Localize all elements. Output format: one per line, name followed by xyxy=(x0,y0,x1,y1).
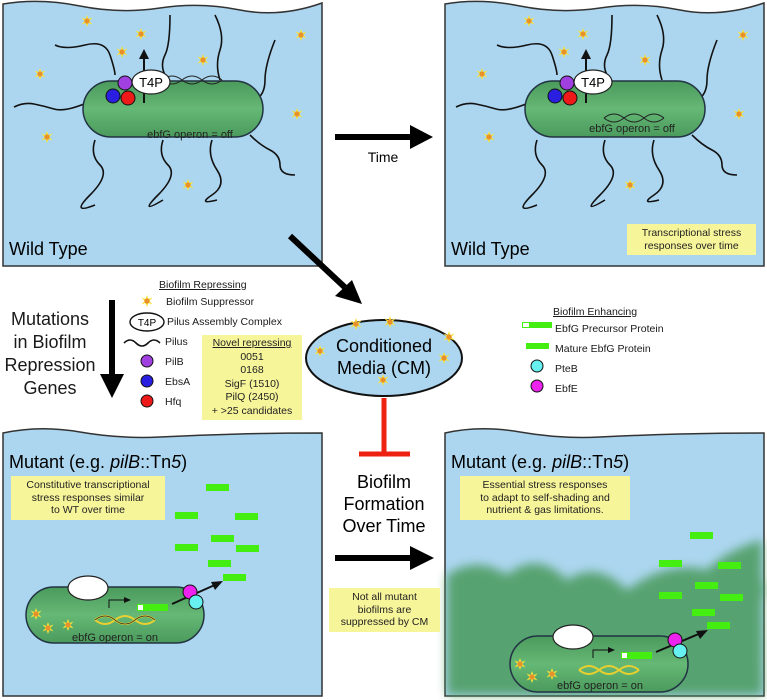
star-burst-icon xyxy=(141,295,153,307)
biofilm-formation-arrow xyxy=(335,546,434,570)
pilb-protein xyxy=(117,75,133,91)
hfq-protein xyxy=(120,90,136,106)
svg-text:ebfG operon = on: ebfG operon = on xyxy=(72,632,158,644)
green-bar-icon xyxy=(526,343,549,349)
svg-text:T4P: T4P xyxy=(581,75,605,90)
svg-text:ebfG operon = on: ebfG operon = on xyxy=(557,680,643,692)
panel-label: Wild Type xyxy=(9,239,88,259)
svg-text:T4P: T4P xyxy=(138,318,157,329)
legend-title: Biofilm Repressing xyxy=(159,279,247,291)
circle-icon xyxy=(530,379,544,393)
legend-enhancing-icons xyxy=(522,322,552,393)
circle-icon xyxy=(530,359,544,373)
svg-text:Over Time: Over Time xyxy=(342,516,425,536)
operon-label: ebfG operon = off xyxy=(589,123,676,135)
t4p-label: T4P xyxy=(139,75,163,90)
mature-ebfg-proteins xyxy=(175,484,259,581)
svg-text:Time: Time xyxy=(368,149,399,165)
biofilm-formation-label: Biofilm Formation Over Time xyxy=(342,472,425,536)
legend-repressing-icons: T4P xyxy=(123,295,165,408)
inhibition-symbol xyxy=(359,398,410,457)
precursor-bar-icon xyxy=(522,322,552,328)
mutations-arrow xyxy=(100,300,124,398)
legend-enhancing: Biofilm Enhancing EbfG Precursor Protein… xyxy=(553,306,664,395)
panel-label: Mutant (e.g. pilB::Tn5) xyxy=(9,452,187,472)
circle-icon xyxy=(140,374,154,388)
panel-label: Wild Type xyxy=(451,239,530,259)
panel-label: Mutant (e.g. pilB::Tn5) xyxy=(451,452,629,472)
circle-icon xyxy=(140,354,154,368)
wavy-line-icon xyxy=(123,339,161,347)
circle-icon xyxy=(140,394,154,408)
operon-label: ebfG operon = off xyxy=(147,129,234,141)
cm-arrow xyxy=(287,233,362,304)
ebsa-protein xyxy=(105,88,121,104)
panel-wild-type-left: ebfG operon = off T4P Wild Type xyxy=(2,0,323,267)
legend-repressing: Biofilm Repressing Biofilm Suppressor Pi… xyxy=(159,279,282,408)
t4p-ellipse-icon xyxy=(129,312,165,332)
panel-mutant-right: ebfG operon = on Mutant (e.g. pilB::Tn5) xyxy=(444,427,765,697)
panel-wild-type-right: ebfG operon = off T4P Wild Type xyxy=(444,0,765,267)
panel-mutant-left: ebfG operon = on Mutant (e.g. pilB::Tn5) xyxy=(2,427,323,697)
svg-text:Conditioned: Conditioned xyxy=(336,336,432,356)
svg-text:Formation: Formation xyxy=(343,494,424,514)
dna-icon xyxy=(161,75,223,85)
svg-text:Media (CM): Media (CM) xyxy=(337,358,431,378)
time-arrow: Time xyxy=(335,125,433,165)
conditioned-media: Conditioned Media (CM) xyxy=(305,316,463,397)
pili xyxy=(13,14,296,210)
svg-text:Biofilm: Biofilm xyxy=(357,472,411,492)
